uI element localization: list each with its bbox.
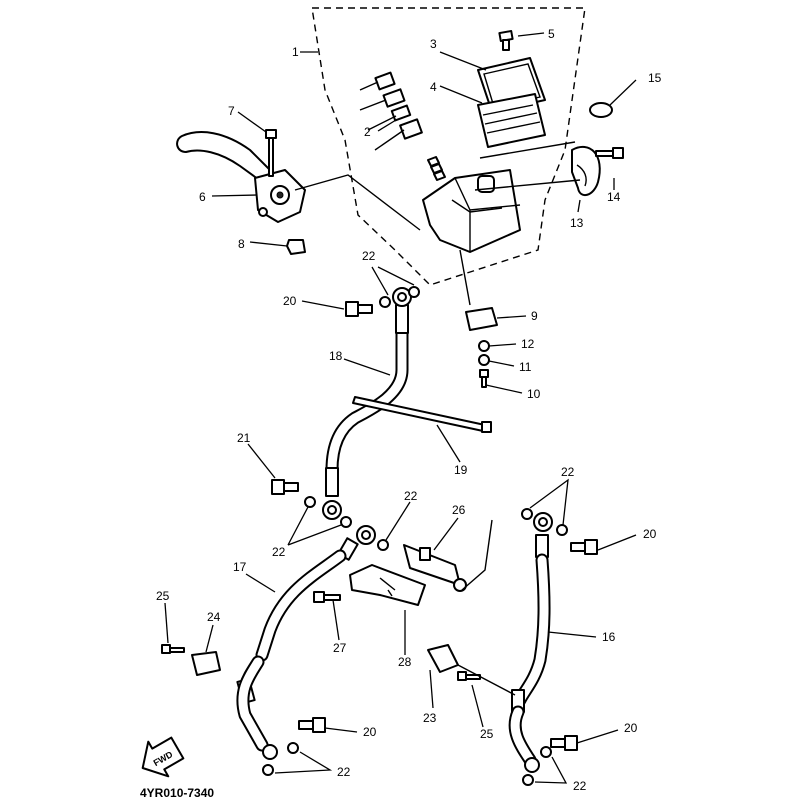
union-bolt-right-upper (570, 539, 598, 555)
master-cylinder-assembly-outline (311, 7, 586, 286)
hose-clamp-left (191, 651, 221, 676)
union-bolt-upper (345, 301, 373, 317)
callout-20a: 20 (283, 294, 297, 308)
reservoir-diaphragm (477, 93, 546, 148)
callout-14: 14 (607, 190, 621, 204)
lever-pivot-bolt (265, 129, 277, 177)
reservoir-cap (589, 102, 613, 118)
callout-25b: 25 (480, 727, 494, 741)
holder-bolt (595, 147, 624, 159)
callout-28: 28 (398, 655, 412, 669)
callout-25a: 25 (156, 589, 170, 603)
right-brake-hose (508, 512, 553, 773)
callout-20b: 20 (643, 527, 657, 541)
callout-16: 16 (602, 630, 616, 644)
union-bolt-21 (271, 479, 299, 495)
callout-15: 15 (648, 71, 662, 85)
callout-22f: 22 (573, 779, 587, 793)
holder-link-line (474, 141, 581, 191)
piston-kit (359, 71, 446, 181)
drawing-code: 4YR010-7340 (140, 786, 214, 800)
callout-8: 8 (238, 237, 245, 251)
forward-direction-arrow: FWD (141, 736, 185, 778)
hose-guide-rod (352, 396, 492, 433)
callout-9: 9 (531, 309, 538, 323)
callout-5: 5 (548, 27, 555, 41)
switch-screw (479, 369, 489, 388)
callout-26: 26 (452, 503, 466, 517)
callout-4: 4 (430, 80, 437, 94)
callout-22a: 22 (362, 249, 376, 263)
callout-22d: 22 (561, 465, 575, 479)
hose-clamp-right (427, 644, 459, 673)
leader-lines (164, 32, 637, 784)
bracket-bolt (313, 591, 341, 603)
callout-22b: 22 (272, 545, 286, 559)
hose-joint-bracket (349, 564, 426, 606)
callout-labels: 1 2 3 4 5 6 7 8 9 10 11 12 13 14 15 16 1… (156, 27, 662, 793)
cover-screw (498, 30, 514, 51)
callout-6: 6 (199, 190, 206, 204)
callout-17: 17 (233, 560, 247, 574)
joint-link-line (461, 519, 493, 591)
clamp-bolt-left (161, 644, 185, 654)
switch-washer (478, 340, 490, 352)
callout-12: 12 (521, 337, 535, 351)
callout-18: 18 (329, 349, 343, 363)
brake-lever (176, 131, 306, 223)
callout-1: 1 (292, 45, 299, 59)
copper-washer-upper-b (408, 286, 420, 298)
left-brake-hose (236, 525, 376, 760)
brake-hose-joint (403, 544, 467, 592)
brake-light-switch (459, 249, 498, 331)
callout-20d: 20 (624, 721, 638, 735)
copper-washer-mid-a (304, 496, 316, 508)
callout-2: 2 (364, 125, 371, 139)
callout-13: 13 (570, 216, 584, 230)
copper-washer-right-c (540, 746, 552, 758)
callout-3: 3 (430, 37, 437, 51)
switch-spring-washer (478, 354, 490, 366)
master-cylinder-body (422, 169, 521, 253)
callout-27: 27 (333, 641, 347, 655)
callout-23: 23 (423, 711, 437, 725)
callout-20c: 20 (363, 725, 377, 739)
callout-24: 24 (207, 610, 221, 624)
callout-21: 21 (237, 431, 251, 445)
caliper-union-bolt-right (550, 735, 578, 751)
callout-19: 19 (454, 463, 468, 477)
callout-7: 7 (228, 104, 235, 118)
copper-washer-right-d (522, 774, 534, 786)
copper-washer-left-b (262, 764, 274, 776)
clamp-bolt-right (457, 671, 481, 681)
copper-washer-upper-a (379, 296, 391, 308)
callout-11: 11 (519, 360, 532, 374)
callout-22c: 22 (404, 489, 418, 503)
callout-10: 10 (527, 387, 541, 401)
caliper-union-bolt-left (298, 717, 326, 733)
copper-washer-mid-b (340, 516, 352, 528)
lever-nut (286, 239, 306, 255)
upper-brake-hose (322, 287, 412, 520)
callout-22e: 22 (337, 765, 351, 779)
copper-washer-joint (377, 539, 389, 551)
copper-washer-right-b (556, 524, 568, 536)
copper-washer-right-a (521, 508, 533, 520)
copper-washer-left-a (287, 742, 299, 754)
right-clamp-link-line (457, 664, 516, 696)
lever-link-line (294, 174, 421, 231)
handlebar-holder (571, 145, 601, 197)
